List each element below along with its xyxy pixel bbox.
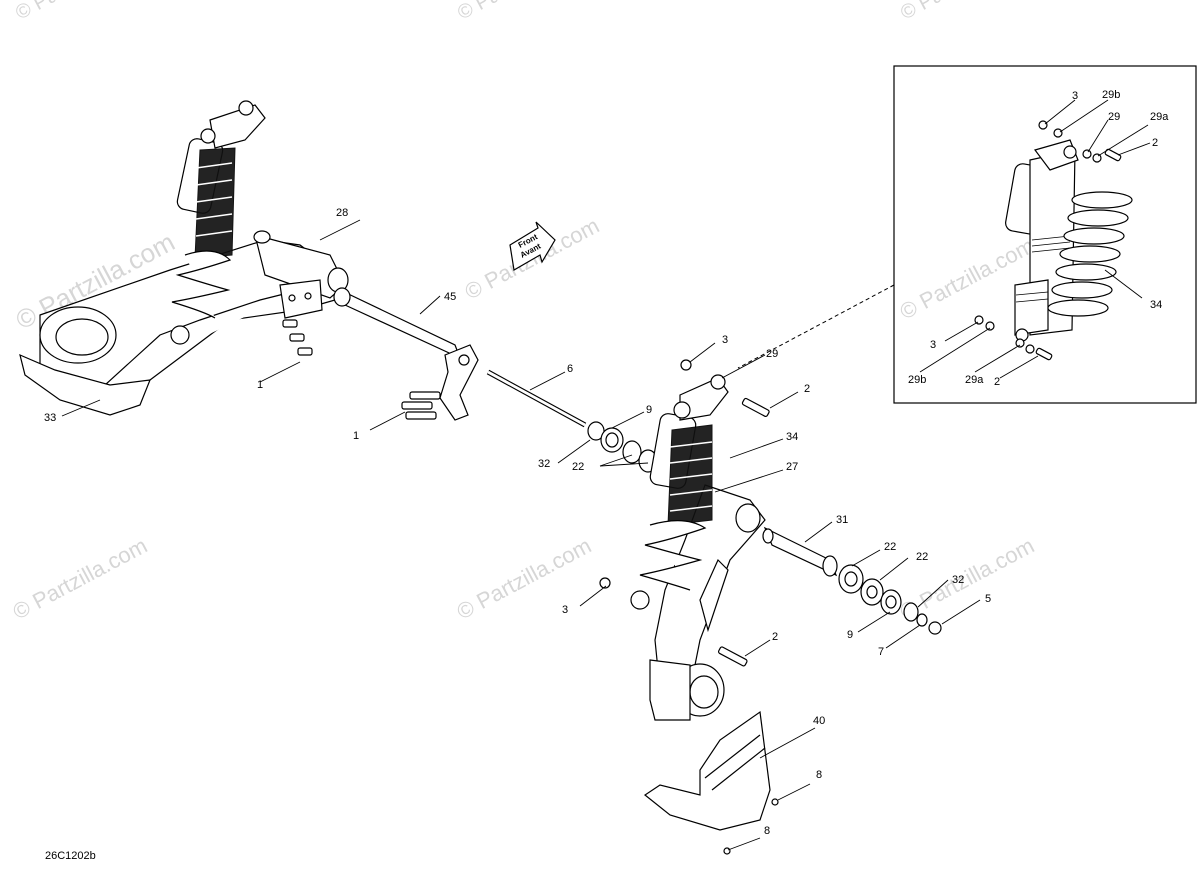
inset-dashed-leader xyxy=(737,284,895,369)
callout: 22 xyxy=(916,551,928,563)
callout: 3 xyxy=(722,334,728,346)
callout: 2 xyxy=(1152,137,1158,149)
callout: 2 xyxy=(994,376,1000,388)
callout: 3 xyxy=(1072,90,1078,102)
callout: 2 xyxy=(772,631,778,643)
callout: 22 xyxy=(572,461,584,473)
cross-shaft xyxy=(333,287,462,360)
watermark: © Partzilla.com xyxy=(12,0,141,24)
callout: 2 xyxy=(804,383,810,395)
callout: 22 xyxy=(884,541,896,553)
callout: 3 xyxy=(562,604,568,616)
callout: 9 xyxy=(646,404,652,416)
callout: 34 xyxy=(1150,299,1162,311)
callout: 27 xyxy=(786,461,798,473)
callout: 8 xyxy=(764,825,770,837)
callout: 45 xyxy=(444,291,456,303)
inset-frame xyxy=(893,65,1197,404)
bolt-group-lower xyxy=(401,391,441,420)
callout: 29a xyxy=(1150,111,1169,123)
callout: 5 xyxy=(985,593,991,605)
right-shaft-stack xyxy=(762,526,942,635)
callout: 28 xyxy=(336,207,348,219)
callout: 3 xyxy=(930,339,936,351)
callout: 34 xyxy=(786,431,798,443)
callout: 29 xyxy=(766,348,778,360)
inset-shock-assembly xyxy=(974,120,1133,361)
callout: 7 xyxy=(878,646,884,658)
right-swing-arm-assembly xyxy=(599,359,779,855)
callout: 31 xyxy=(836,514,848,526)
watermark: © Partzilla.com xyxy=(453,533,596,625)
inset-spring xyxy=(1047,191,1133,317)
callout: 29b xyxy=(908,374,926,386)
callout: 32 xyxy=(952,574,964,586)
callout: 8 xyxy=(816,769,822,781)
callout-labels: 1 1 2 2 2 3 3 3 5 6 7 8 8 9 9 22 22 22 2… xyxy=(44,89,1169,837)
callout: 6 xyxy=(567,363,573,375)
callout: 32 xyxy=(538,458,550,470)
diagram-code: 26C1202b xyxy=(45,850,96,862)
callout: 40 xyxy=(813,715,825,727)
callout: 1 xyxy=(353,430,359,442)
callout: 29b xyxy=(1102,89,1120,101)
watermark: © Partzilla.com xyxy=(454,0,583,24)
left-swing-arm-assembly xyxy=(19,100,349,416)
callout: 33 xyxy=(44,412,56,424)
callout: 9 xyxy=(847,629,853,641)
front-direction-arrow: Front Avant xyxy=(509,221,556,271)
bolt-group xyxy=(282,319,313,356)
watermark: © Partzilla.com xyxy=(9,533,152,625)
leader-lines xyxy=(61,99,1151,851)
callout: 1 xyxy=(257,379,263,391)
callout: 29 xyxy=(1108,111,1120,123)
center-bearing-stack xyxy=(587,421,658,473)
watermark: © Partzilla.com xyxy=(897,0,1026,24)
steering-bracket xyxy=(439,344,479,421)
callout: 29a xyxy=(965,374,984,386)
